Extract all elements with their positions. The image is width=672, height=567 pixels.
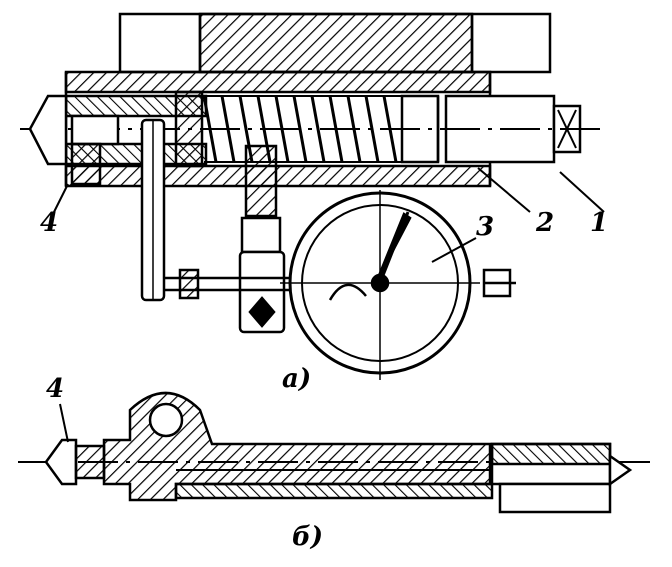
leaders-a [53,167,605,263]
label-part-3: 3 [476,212,495,242]
caption-view-b: б) [292,522,324,552]
indicator-stem [238,144,286,334]
dial-indicator [280,190,516,380]
leaders-b [59,403,69,443]
top-block [118,12,552,74]
view-a [20,12,600,380]
horizontal-link [164,268,300,300]
view-b [18,391,650,514]
label-part-2: 2 [536,208,555,238]
lever-pin [140,118,166,302]
label-part-4-bottom: 4 [46,374,65,404]
label-part-4-top: 4 [40,208,59,238]
label-part-1: 1 [590,208,609,238]
housing-sleeve [64,70,492,188]
left-tip [28,94,120,186]
caption-view-a: а) [282,364,312,394]
